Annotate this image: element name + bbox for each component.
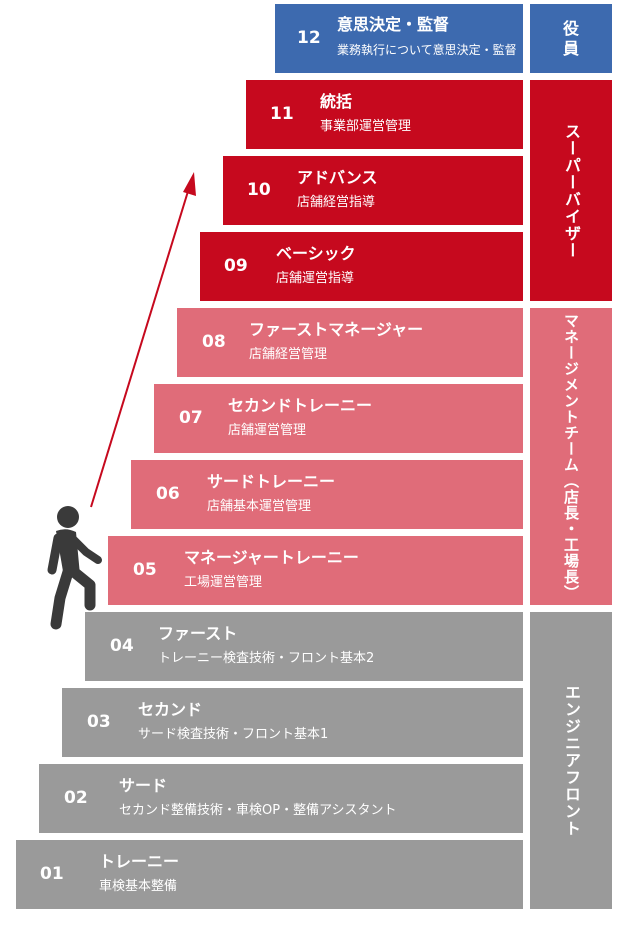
step-06: 06 サードトレーニー 店舗基本運営管理 [131, 460, 523, 529]
category-label: スーパーバイザー [562, 122, 581, 259]
step-title: サードトレーニー [207, 472, 336, 491]
step-08: 08 ファーストマネージャー 店舗経営管理 [177, 308, 523, 377]
step-description: 店舗運営管理 [228, 423, 307, 438]
step-description: セカンド整備技術・車検OP・整備アシスタント [119, 803, 397, 818]
step-description: トレーニー検査技術・フロント基本2 [158, 651, 375, 666]
step-title: アドバンス [297, 168, 378, 187]
step-number: 06 [156, 484, 180, 504]
step-01: 01 トレーニー 車検基本整備 [16, 840, 523, 909]
step-title: ファーストマネージャー [249, 320, 424, 339]
walking-person-icon [47, 506, 102, 630]
up-arrow-icon [90, 172, 196, 508]
step-description: 店舗経営指導 [297, 195, 376, 210]
step-number: 07 [179, 408, 203, 428]
step-title: トレーニー [99, 852, 180, 871]
step-title: 意思決定・監督 [337, 15, 450, 34]
step-05: 05 マネージャートレーニー 工場運営管理 [108, 536, 523, 605]
step-07: 07 セカンドトレーニー 店舗運営管理 [154, 384, 523, 453]
step-number: 05 [133, 560, 157, 580]
step-title: ベーシック [276, 244, 356, 263]
step-number: 02 [64, 788, 88, 808]
category-executive: 役員 [530, 4, 612, 73]
step-10: 10 アドバンス 店舗経営指導 [223, 156, 523, 225]
category-label: エンジニアフロント [562, 684, 581, 837]
step-number: 04 [110, 636, 134, 656]
step-number: 09 [224, 256, 248, 276]
step-title: マネージャートレーニー [184, 548, 359, 567]
step-02: 02 サード セカンド整備技術・車検OP・整備アシスタント [39, 764, 523, 833]
step-description: サード検査技術・フロント基本1 [138, 727, 329, 742]
step-09: 09 ベーシック 店舗運営指導 [200, 232, 523, 301]
category-management: マネージメントチーム（店長・工場長） [530, 308, 612, 605]
step-number: 12 [297, 28, 321, 48]
category-label: 役員 [562, 18, 579, 58]
step-description: 店舗基本運営管理 [207, 499, 312, 514]
step-number: 03 [87, 712, 111, 732]
category-supervisor: スーパーバイザー [530, 80, 612, 301]
step-03: 03 セカンド サード検査技術・フロント基本1 [62, 688, 523, 757]
step-title: ファースト [158, 624, 238, 643]
step-title: セカンド [138, 700, 203, 719]
step-number: 11 [270, 104, 294, 124]
step-description: 業務執行について意思決定・監督 [337, 43, 517, 57]
step-title: セカンドトレーニー [228, 396, 373, 415]
step-title: 統括 [320, 92, 353, 111]
step-number: 01 [40, 864, 64, 884]
step-title: サード [119, 776, 168, 795]
step-number: 10 [247, 180, 271, 200]
step-04: 04 ファースト トレーニー検査技術・フロント基本2 [85, 612, 523, 681]
step-description: 工場運営管理 [184, 575, 263, 590]
category-engineer: エンジニアフロント [530, 612, 612, 909]
step-number: 08 [202, 332, 226, 352]
step-description: 店舗経営管理 [249, 347, 328, 362]
step-11: 11 統括 事業部運営管理 [246, 80, 523, 149]
category-label: マネージメントチーム（店長・工場長） [562, 312, 580, 601]
step-12: 12 意思決定・監督 業務執行について意思決定・監督 [275, 4, 523, 73]
step-description: 事業部運営管理 [320, 119, 412, 134]
step-description: 車検基本整備 [99, 879, 178, 894]
step-description: 店舗運営指導 [276, 271, 355, 286]
